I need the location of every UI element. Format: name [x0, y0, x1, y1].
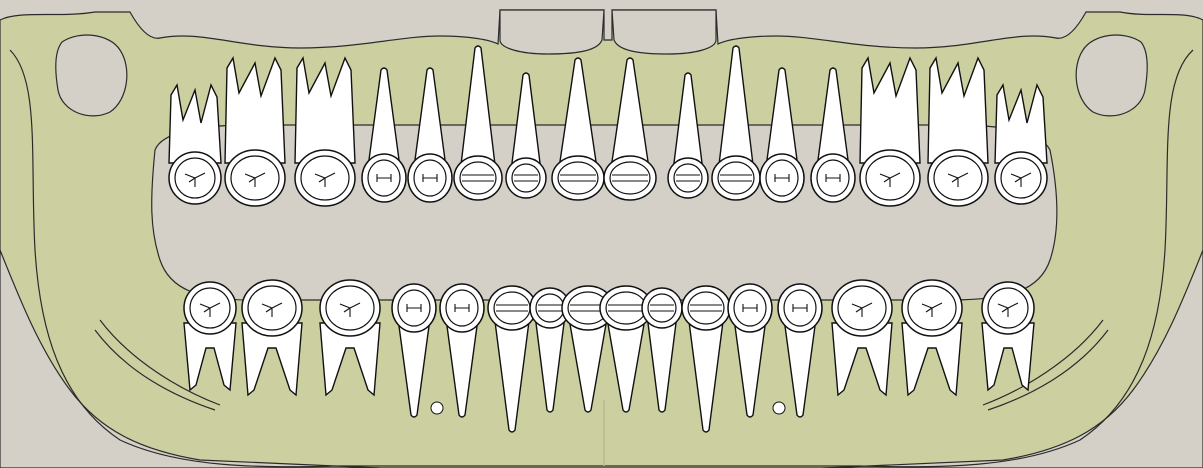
upper-root	[928, 58, 988, 163]
upper-root	[295, 58, 355, 163]
right-sinus	[1076, 35, 1147, 116]
upper-crown-inner	[558, 162, 598, 194]
lower-crown-inner	[606, 292, 646, 324]
lower-crown-inner	[494, 292, 530, 324]
mouth-space	[152, 125, 1057, 300]
left-sinus	[56, 35, 127, 116]
upper-crown-inner	[512, 164, 540, 192]
upper-tooth-14[interactable]	[860, 58, 920, 206]
mental-foramen-right	[773, 402, 785, 414]
nasal-left	[500, 10, 604, 54]
mental-foramen-left	[431, 402, 443, 414]
upper-tooth-1[interactable]	[169, 85, 221, 204]
upper-tooth-15[interactable]	[928, 58, 988, 206]
upper-crown-inner	[460, 162, 496, 194]
upper-crown-inner	[674, 164, 702, 192]
lower-crown-inner	[536, 294, 564, 322]
lower-crown-inner	[648, 294, 676, 322]
lower-crown-inner	[688, 292, 724, 324]
upper-crown-inner	[718, 162, 754, 194]
upper-tooth-16[interactable]	[995, 85, 1047, 204]
upper-tooth-3[interactable]	[295, 58, 355, 206]
upper-tooth-2[interactable]	[225, 58, 285, 206]
nasal-right	[612, 10, 716, 54]
upper-root	[225, 58, 285, 163]
upper-crown-inner	[610, 162, 650, 194]
upper-root	[860, 58, 920, 163]
